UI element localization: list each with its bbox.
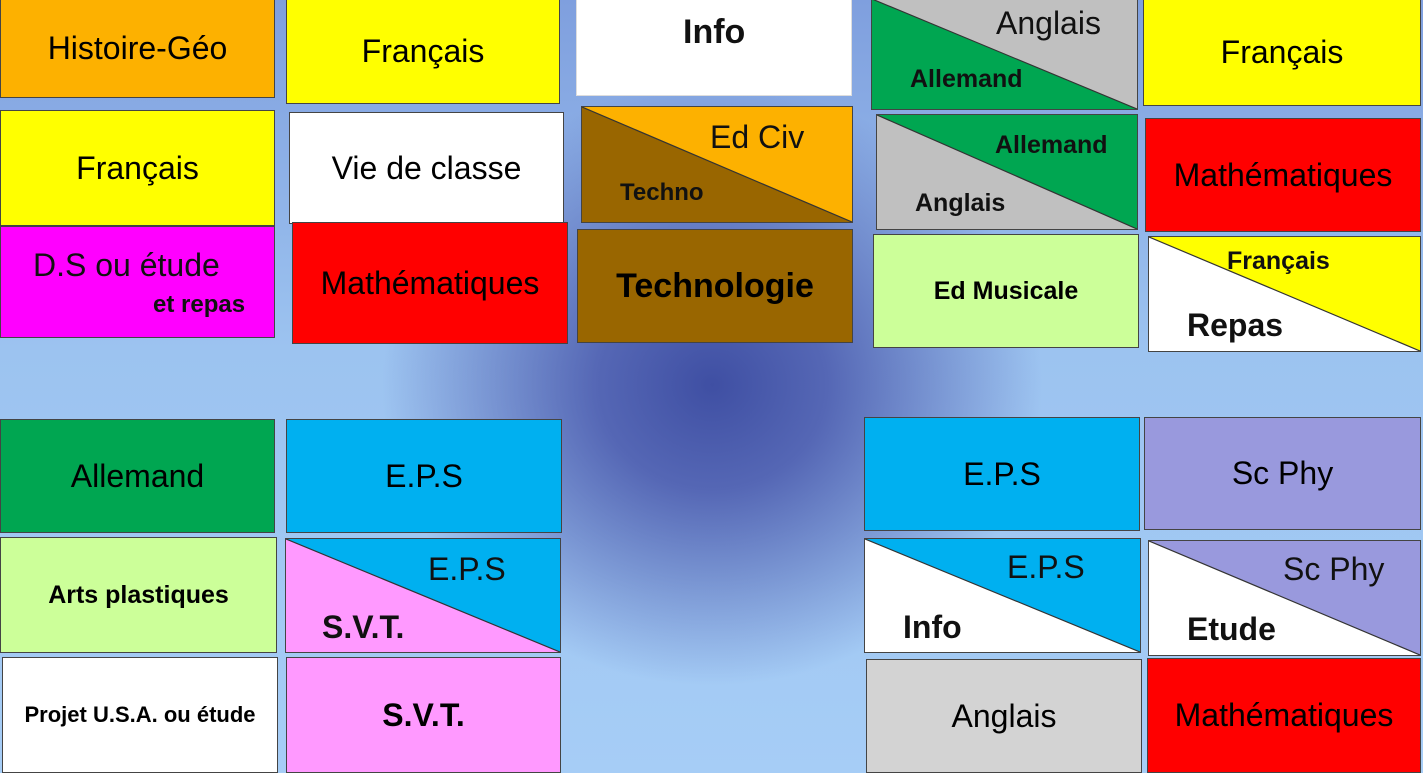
cell-svt-eps[interactable]: E.P.S S.V.T. (285, 538, 561, 653)
cell-label: Arts plastiques (48, 580, 229, 609)
cell-label: Français (1220, 33, 1344, 70)
cell-label: Mathématiques (1173, 156, 1393, 193)
diagonal-split (1149, 541, 1420, 655)
cell-label: Français (76, 149, 199, 186)
cell-anglais-allemand-2[interactable]: Allemand Anglais (876, 114, 1138, 230)
cell-etude-scphy[interactable]: Sc Phy Etude (1148, 540, 1421, 656)
cell-label-top: Sc Phy (1283, 551, 1385, 587)
cell-label: Mathématiques (320, 264, 540, 301)
cell-label: Histoire-Géo (47, 29, 228, 66)
diagonal-split (1149, 237, 1420, 351)
cell-label: Technologie (616, 266, 814, 305)
cell-label-top: Allemand (995, 131, 1108, 159)
cell-ed-musicale[interactable]: Ed Musicale (873, 234, 1139, 348)
cell-label-bottom: Techno (620, 179, 704, 206)
cell-label: E.P.S (963, 455, 1041, 492)
cell-eps-1[interactable]: E.P.S (286, 419, 562, 533)
diagonal-split (865, 539, 1140, 652)
diagonal-split (877, 115, 1137, 229)
cell-label-top: Ed Civ (710, 119, 805, 155)
diagonal-split (286, 539, 560, 652)
cell-label-bottom: S.V.T. (322, 609, 405, 645)
diagonal-split (582, 107, 852, 222)
cell-repas-francais[interactable]: Français Repas (1148, 236, 1421, 352)
cell-sc-phy-1[interactable]: Sc Phy (1144, 417, 1421, 530)
cell-mathematiques-3[interactable]: Mathématiques (1147, 658, 1421, 773)
cell-technologie[interactable]: Technologie (577, 229, 853, 343)
cell-label: Sc Phy (1231, 455, 1334, 491)
cell-mathematiques-2[interactable]: Mathématiques (292, 222, 568, 344)
cell-label-top: Anglais (996, 5, 1101, 41)
cell-label: Allemand (70, 457, 205, 494)
cell-francais-1[interactable]: Français (286, 0, 560, 104)
cell-label-top: Français (1227, 247, 1330, 275)
cell-label: Ed Musicale (933, 276, 1079, 305)
cell-info-eps[interactable]: E.P.S Info (864, 538, 1141, 653)
cell-francais-3[interactable]: Français (0, 110, 275, 226)
cell-label: Info (683, 13, 746, 51)
diagonal-split (872, 0, 1137, 109)
cell-histoire-geo[interactable]: Histoire-Géo (0, 0, 275, 98)
cell-francais-2[interactable]: Français (1143, 0, 1421, 106)
cell-label-line1: D.S ou étude (33, 247, 220, 283)
cell-projet-usa[interactable]: Projet U.S.A. ou étude (2, 657, 278, 773)
cell-techno-edciv[interactable]: Ed Civ Techno (581, 106, 853, 223)
cell-label-top: E.P.S (1007, 549, 1085, 585)
cell-label-bottom: Info (903, 609, 962, 645)
cell-mathematiques-1[interactable]: Mathématiques (1145, 118, 1421, 232)
cell-label-bottom: Allemand (910, 65, 1023, 93)
cell-label-line2: et repas (153, 291, 246, 318)
cell-label-bottom: Repas (1187, 307, 1284, 343)
cell-label: Anglais (951, 697, 1057, 734)
cell-label: E.P.S (385, 457, 463, 494)
cell-eps-2[interactable]: E.P.S (864, 417, 1140, 531)
cell-label-top: E.P.S (428, 551, 506, 587)
cell-allemand-3[interactable]: Allemand (0, 419, 275, 533)
cell-label: S.V.T. (382, 696, 465, 733)
cell-ds-etude[interactable]: D.S ou étude et repas (0, 226, 275, 338)
cell-allemand-anglais-1[interactable]: Anglais Allemand (871, 0, 1138, 110)
cell-label-bottom: Anglais (915, 189, 1006, 217)
cell-label-bottom: Etude (1187, 611, 1276, 647)
cell-label: Mathématiques (1174, 697, 1394, 733)
cell-label: Français (361, 32, 485, 69)
cell-anglais-3[interactable]: Anglais (866, 659, 1142, 773)
cell-svt-2[interactable]: S.V.T. (286, 657, 561, 773)
cell-arts-plastiques[interactable]: Arts plastiques (0, 537, 277, 653)
cell-label: Projet U.S.A. ou étude (24, 702, 256, 727)
cell-vie-de-classe[interactable]: Vie de classe (289, 112, 564, 224)
cell-info-1[interactable]: Info (576, 0, 852, 96)
cell-label: Vie de classe (331, 149, 522, 186)
